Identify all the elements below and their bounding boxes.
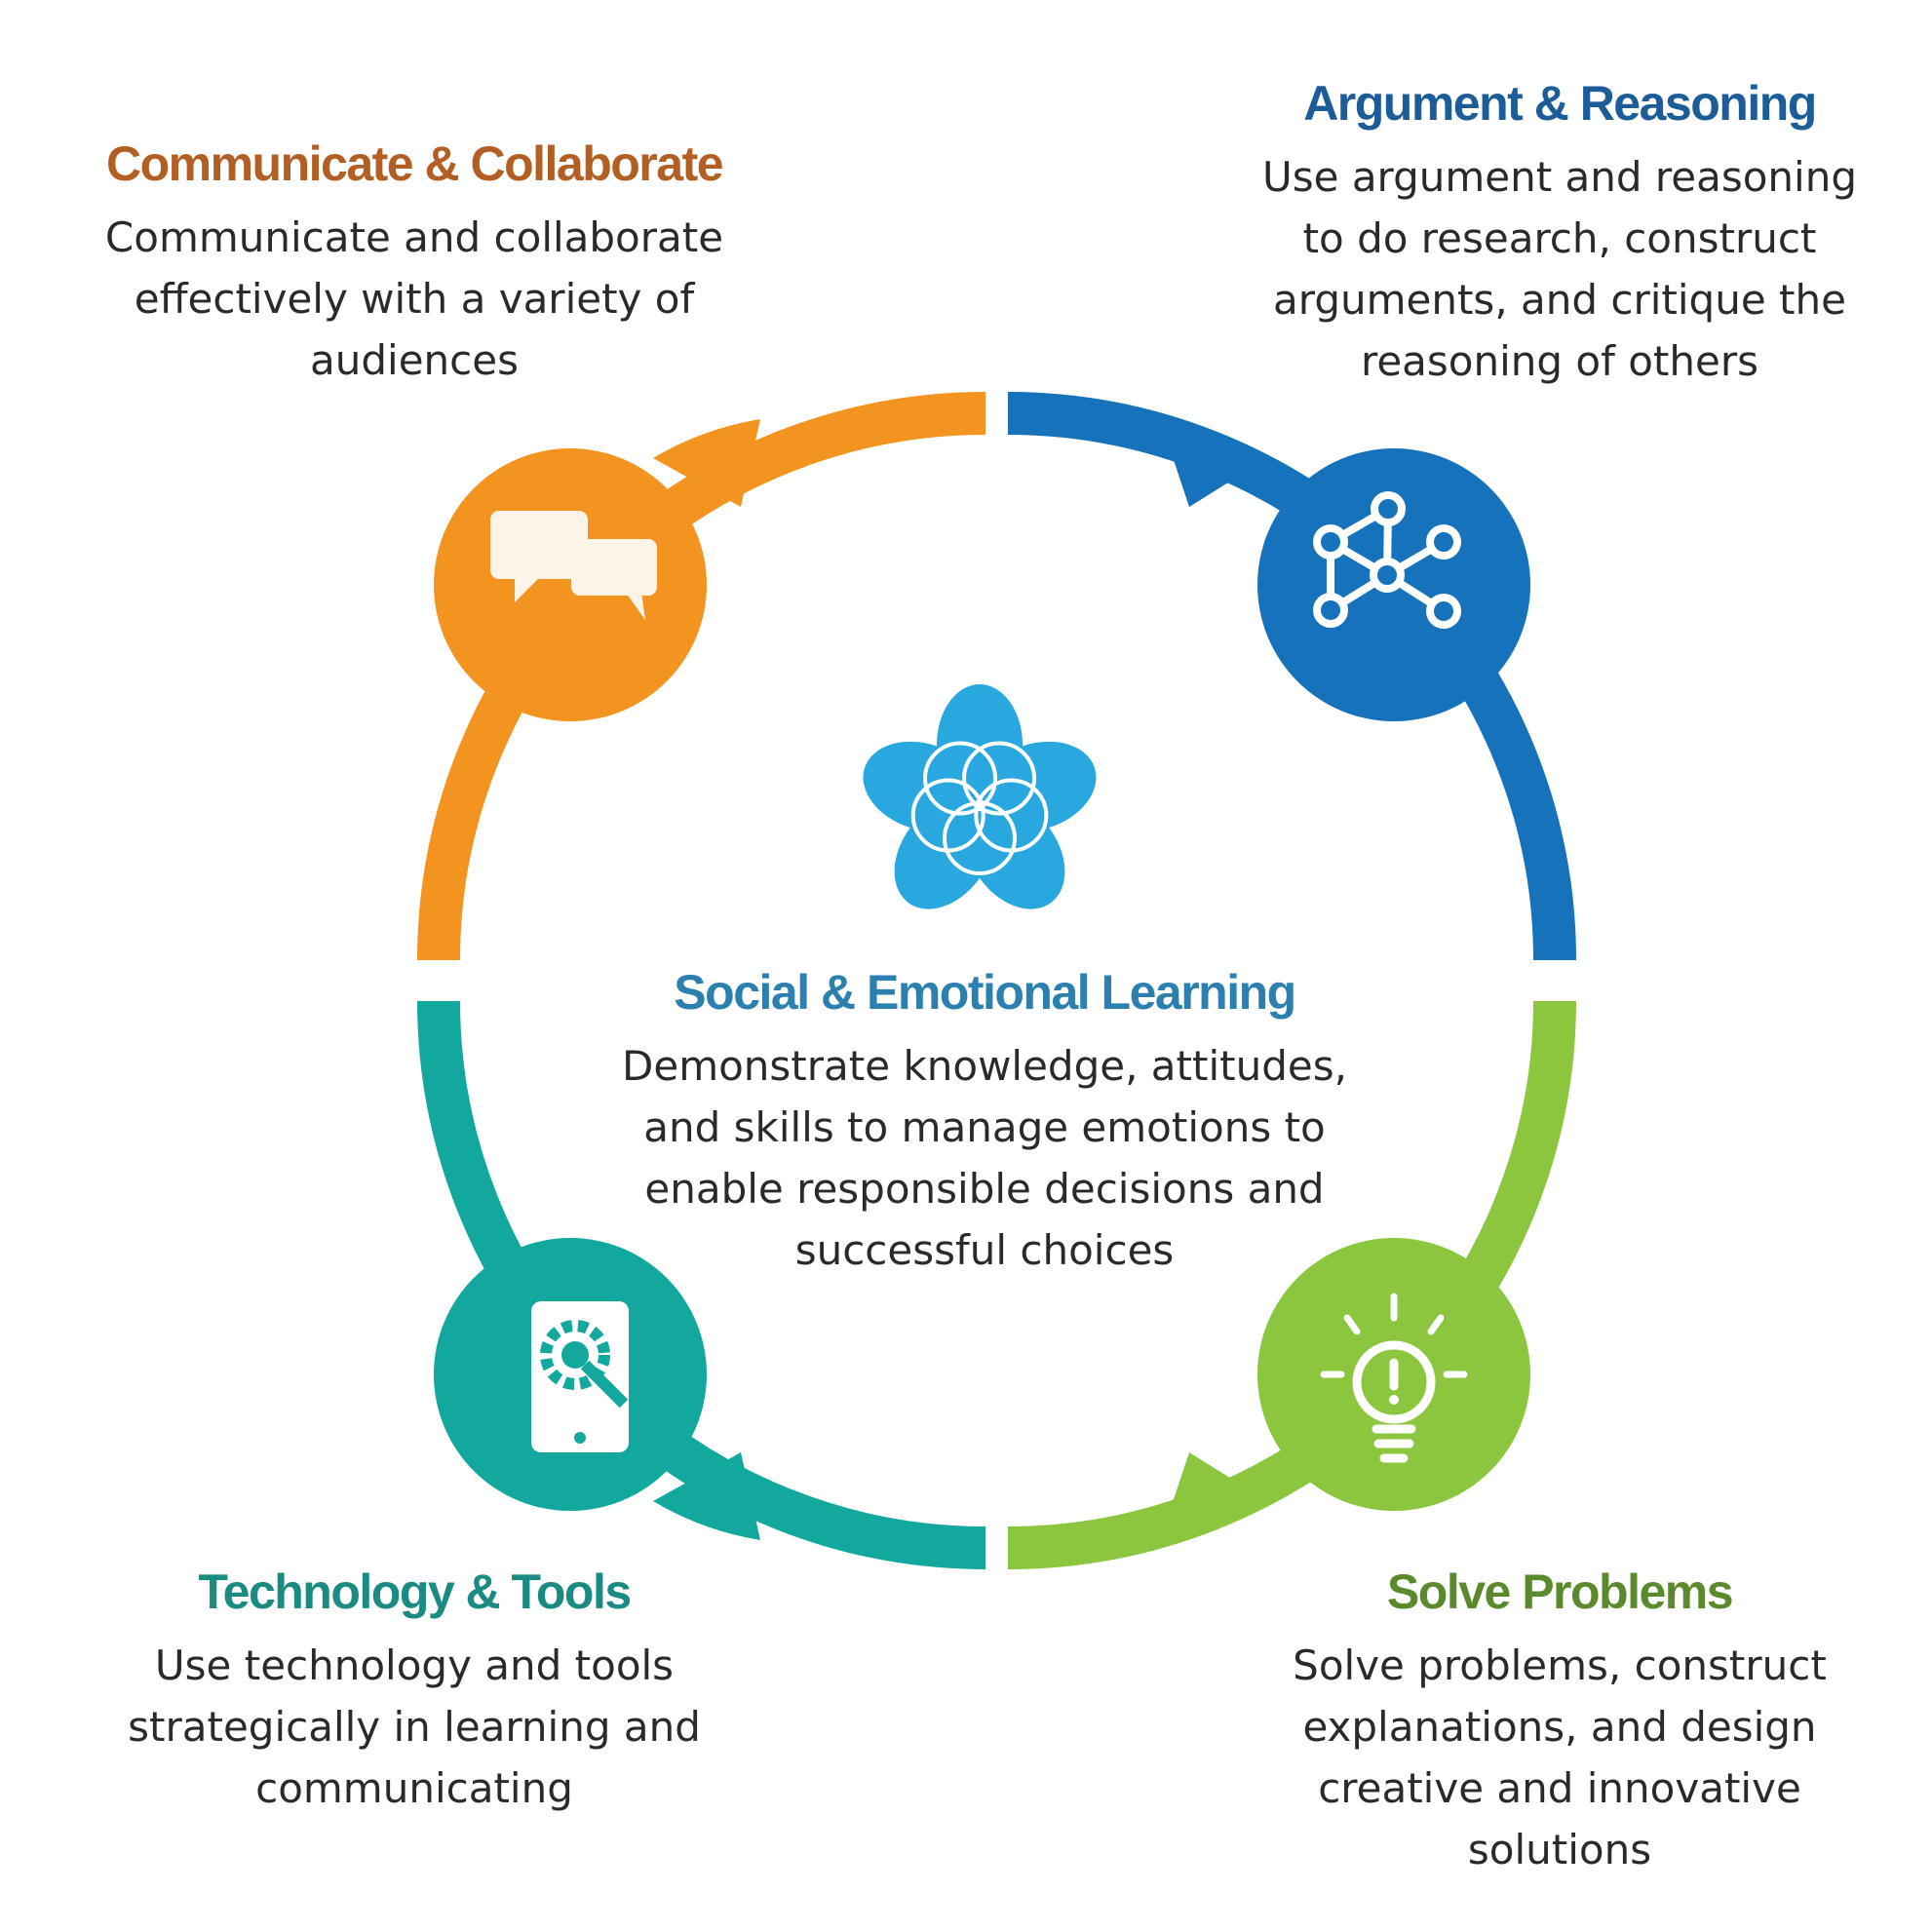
flower-center (974, 799, 985, 811)
argument-reasoning-description: Use argument and reasoning to do researc… (1262, 152, 1857, 385)
social-emotional-title: Social & Emotional Learning (674, 965, 1296, 1020)
flower-outline-ring (923, 741, 997, 816)
flower-petal (863, 741, 982, 831)
argument-reasoning-block: Argument & Reasoning Use argument and re… (1228, 76, 1891, 392)
tablet-gear-wrench-icon (531, 1301, 629, 1452)
technology-tools-description: Use technology and tools strategically i… (128, 1641, 701, 1812)
social-emotional-block: Social & Emotional Learning Demonstrate … (604, 965, 1365, 1281)
flower-icon (863, 684, 1097, 909)
argument-node (1160, 419, 1530, 721)
network-nodes-icon (1313, 491, 1461, 629)
social-emotional-description: Demonstrate knowledge, attitudes, and sk… (622, 1041, 1347, 1274)
flower-outline-ring (910, 778, 985, 853)
technology-tools-block: Technology & Tools Use technology and to… (78, 1564, 751, 1819)
solve-node (1160, 1238, 1530, 1540)
communicate-collaborate-title: Communicate & Collaborate (105, 136, 724, 191)
solve-problems-description: Solve problems, construct explanations, … (1293, 1641, 1827, 1873)
communicate-collaborate-block: Communicate & Collaborate Communicate an… (78, 136, 751, 391)
communicate-collaborate-description: Communicate and collaborate effectively … (104, 212, 724, 384)
flower-outline-ring (962, 741, 1036, 816)
argument-reasoning-title: Argument & Reasoning (1303, 76, 1817, 131)
solve-problems-block: Solve Problems Solve problems, construct… (1228, 1564, 1891, 1880)
technology-tools-title: Technology & Tools (198, 1564, 632, 1619)
lightbulb-icon (1320, 1293, 1468, 1463)
technology-node (434, 1238, 760, 1540)
communicate-node (434, 419, 760, 721)
speech-bubbles-icon (490, 511, 657, 620)
solve-problems-title: Solve Problems (1386, 1564, 1734, 1619)
